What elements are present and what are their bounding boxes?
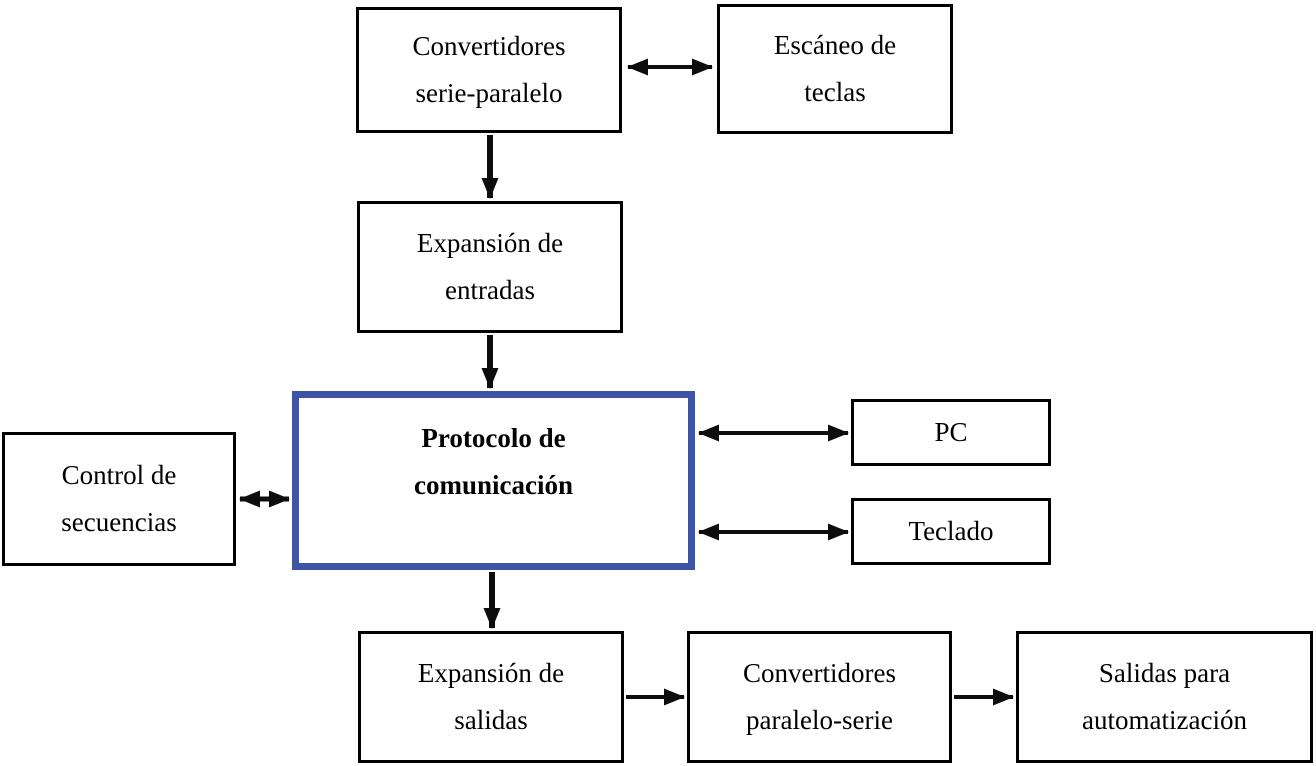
node-label-line: Convertidores (412, 31, 566, 61)
node-label-line: Protocolo de (421, 422, 566, 453)
node-convertidores-serie-paralelo: Convertidores serie-paralelo (356, 7, 622, 133)
node-label-line: Control de (61, 460, 177, 490)
node-label-line: Convertidores (743, 658, 896, 688)
node-expansion-de-salidas: Expansión de salidas (358, 631, 624, 763)
node-label-line: Escáneo de (773, 30, 897, 60)
node-expansion-de-entradas: Expansión de entradas (357, 201, 623, 333)
node-protocolo-de-comunicacion: Protocolo de comunicación (292, 391, 695, 570)
node-salidas-para-automatizacion: Salidas para automatización (1016, 631, 1313, 763)
node-label-line: Expansión de (416, 228, 564, 258)
node-label-line: teclas (804, 77, 866, 107)
node-label-line: Salidas para (1098, 658, 1231, 688)
node-label-line: PC (934, 417, 968, 447)
node-teclado: Teclado (851, 498, 1051, 565)
node-label-line: entradas (445, 275, 535, 305)
node-label-line: Expansión de (417, 658, 565, 688)
node-label-line: Teclado (908, 516, 994, 546)
node-control-de-secuencias: Control de secuencias (2, 432, 236, 566)
node-label-line: secuencias (61, 507, 177, 537)
node-label-line: serie-paralelo (415, 78, 563, 108)
node-pc: PC (851, 399, 1051, 466)
node-label-line: paralelo-serie (746, 705, 893, 735)
node-label-line: comunicación (414, 469, 573, 500)
node-label-line: salidas (454, 705, 528, 735)
node-escaneo-de-teclas: Escáneo de teclas (717, 4, 953, 134)
node-label-line: automatización (1082, 705, 1247, 735)
node-convertidores-paralelo-serie: Convertidores paralelo-serie (687, 631, 952, 763)
